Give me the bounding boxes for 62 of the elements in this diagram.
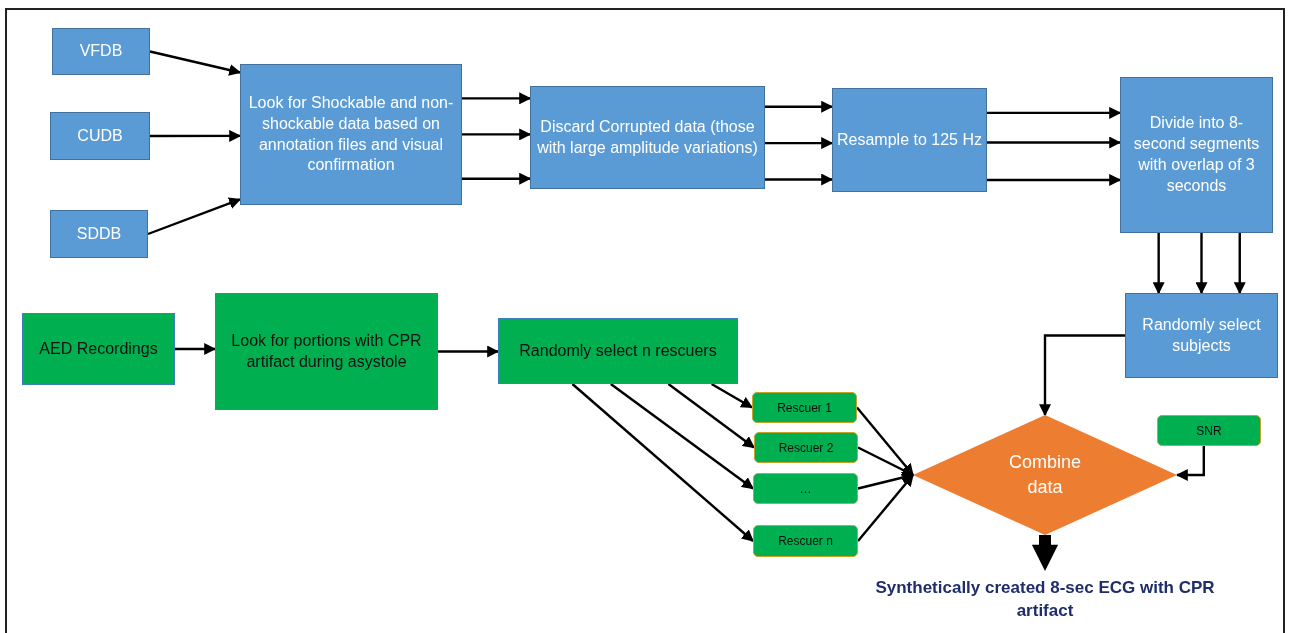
box-label: … [799,481,812,496]
process-box [530,86,765,189]
arrow [1195,233,1208,295]
arrow [987,106,1122,119]
arrow [1175,446,1205,481]
rounded-box [753,525,858,557]
arrow [149,50,242,76]
arrow [1039,334,1125,417]
arrow [175,343,217,355]
box-label: CUDB [77,125,123,146]
arrow [711,382,754,409]
arrow [987,136,1122,149]
box-label: VFDB [79,41,123,62]
box-label: Combine data [1007,450,1082,499]
box-label: Look for Shockable and non-shockable data based on annotation files and visual confirmation [247,92,455,176]
arrow [462,128,532,141]
process-box [498,318,738,384]
arrow [150,129,242,142]
box-label: Divide into 8-second segments with overlap of 3 seconds [1132,113,1261,196]
box-label: Rescuer n [778,534,833,548]
box-label: Randomly select subjects [1141,314,1262,356]
arrow [438,345,500,358]
process-box [1120,77,1273,233]
box-label: SDDB [76,223,122,244]
arrow [147,197,242,236]
process-box [240,64,462,205]
result-text: Synthetically created 8-sec ECG with CPR artifact [850,572,1240,628]
process-box [22,313,175,385]
arrow [610,383,754,490]
arrow [857,446,915,477]
rounded-box [754,432,858,463]
arrow [1152,233,1165,295]
process-box [215,293,438,410]
arrow [571,383,754,542]
process-box [50,210,148,258]
box-label: AED Recordings [39,338,158,359]
arrow [1031,535,1059,572]
box-label: Discard Corrupted data (those with large amplitude variations) [536,116,759,158]
process-box [50,112,150,160]
box-label: SNR [1196,423,1222,438]
arrow [1233,233,1246,295]
rounded-box [752,392,857,423]
arrow [667,383,755,449]
rounded-box [753,473,858,504]
arrow [765,100,834,113]
box-label: Resample to 125 Hz [837,129,982,150]
arrow [462,92,532,105]
process-box [832,88,987,192]
arrow [765,137,834,150]
arrow [856,406,914,476]
arrow [765,173,834,186]
process-box [52,28,150,75]
box-label: Rescuer 2 [778,440,834,455]
box-label: Look for portions with CPR artifact during asystole [230,330,423,372]
arrow [987,173,1122,186]
process-box [1125,293,1278,378]
box-label: Randomly select n rescuers [519,340,717,361]
arrow [462,172,532,185]
arrow [857,474,914,542]
arrow [857,471,915,490]
box-label: Rescuer 1 [777,400,832,415]
rounded-box [1157,415,1261,446]
